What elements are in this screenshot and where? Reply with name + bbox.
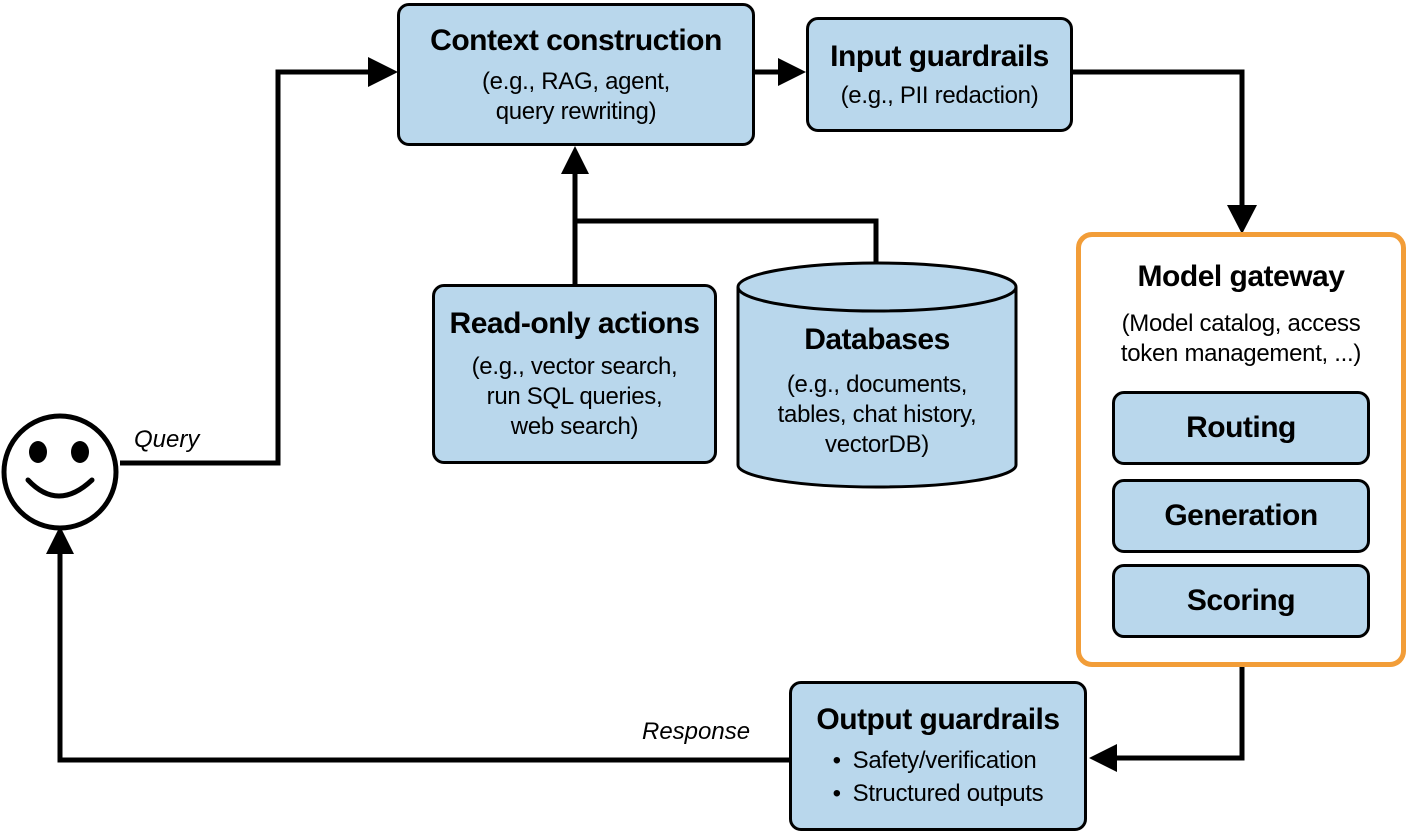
response-arrowhead [46, 526, 74, 554]
databases-desc-line3: vectorDB) [825, 431, 929, 458]
read-only-actions-box: Read-only actions (e.g., vector search, … [432, 284, 717, 464]
context-construction-title: Context construction [430, 23, 722, 57]
databases-title: Databases [804, 323, 950, 356]
actions-to-context-arrowhead [561, 146, 589, 174]
output-guardrails-title: Output guardrails [816, 703, 1060, 736]
databases-text: Databases (e.g., documents, tables, chat… [738, 322, 1016, 460]
input-to-gateway-arrowhead [1227, 205, 1257, 234]
scoring-box: Scoring [1112, 564, 1370, 638]
context-construction-box: Context construction (e.g., RAG, agent, … [397, 3, 755, 146]
gateway-to-output-arrowhead [1089, 744, 1117, 772]
read-only-actions-title: Read-only actions [449, 307, 700, 340]
model-gateway-desc: (Model catalog, access token management,… [1081, 309, 1401, 369]
generation-box: Generation [1112, 479, 1370, 553]
output-guardrails-bullet-safety: Safety/verification [833, 744, 1044, 777]
routing-box: Routing [1112, 391, 1370, 465]
response-label: Response [642, 718, 751, 745]
read-only-actions-desc-line2: run SQL queries, [486, 383, 663, 410]
context-construction-desc-line2: query rewriting) [495, 97, 657, 125]
model-gateway-desc-line1: (Model catalog, access [1121, 310, 1361, 337]
output-guardrails-box: Output guardrails Safety/verification St… [789, 681, 1087, 831]
model-gateway-container: Model gateway (Model catalog, access tok… [1076, 232, 1406, 667]
databases-desc-line2: tables, chat history, [777, 401, 977, 428]
query-connector [120, 69, 372, 466]
input-guardrails-desc: (e.g., PII redaction) [840, 81, 1039, 109]
input-guardrails-title: Input guardrails [830, 39, 1049, 73]
user-smiley-icon [1, 413, 119, 531]
context-to-input-arrowhead [778, 58, 806, 86]
database-cylinder [736, 261, 1018, 489]
databases-branch-connector [575, 218, 879, 262]
databases-desc-line1: (e.g., documents, [786, 371, 968, 398]
read-only-actions-desc-line1: (e.g., vector search, [471, 353, 678, 380]
context-construction-desc-line1: (e.g., RAG, agent, [481, 67, 671, 95]
gateway-to-output-connector [1114, 667, 1245, 761]
input-to-gateway-connector [1073, 69, 1245, 208]
model-gateway-desc-line2: token management, ...) [1120, 340, 1362, 367]
response-connector [57, 552, 790, 763]
query-arrowhead [368, 57, 398, 87]
read-only-actions-desc-line3: web search) [510, 413, 639, 440]
model-gateway-title: Model gateway [1137, 260, 1345, 293]
output-guardrails-list: Safety/verification Structured outputs [833, 744, 1044, 810]
input-guardrails-box: Input guardrails (e.g., PII redaction) [806, 17, 1073, 132]
output-guardrails-bullet-structured: Structured outputs [833, 777, 1044, 810]
query-label: Query [134, 426, 200, 453]
